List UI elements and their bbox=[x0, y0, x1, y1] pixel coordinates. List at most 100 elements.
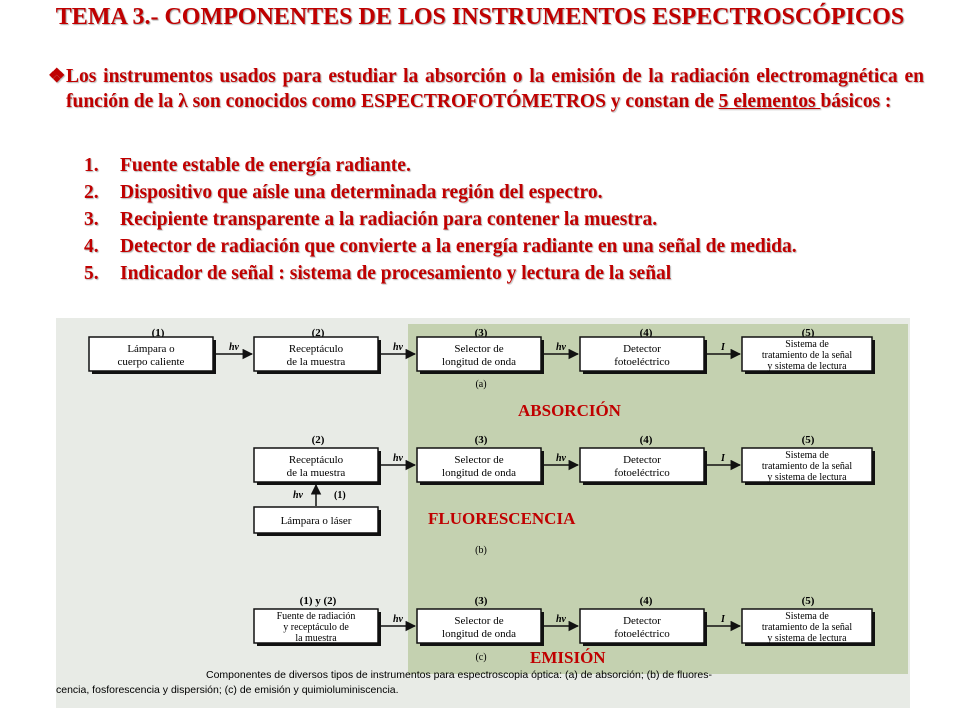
component-number: (1) bbox=[334, 490, 346, 501]
intro-text-before: Los instrumentos usados para estudiar la… bbox=[66, 66, 924, 112]
component-number: (3) bbox=[475, 327, 488, 339]
hv-label: hv bbox=[393, 453, 404, 464]
box-label: y sistema de lectura bbox=[767, 361, 847, 372]
box-label: Selector de bbox=[454, 615, 503, 627]
component-number: (3) bbox=[475, 595, 488, 607]
intro-text: Los instrumentos usados para estudiar la… bbox=[66, 64, 924, 114]
box-label: Sistema de bbox=[785, 339, 829, 350]
intro-text-after: básicos : bbox=[820, 91, 892, 112]
lamp-box: Lámpara o cuerpo caliente bbox=[88, 336, 216, 374]
sample-box: Receptáculo de la muestra bbox=[253, 336, 381, 374]
list-item: 4. Detector de radiación que convierte a … bbox=[84, 233, 944, 260]
component-number: (5) bbox=[802, 434, 815, 446]
component-number: (5) bbox=[802, 327, 815, 339]
sublabel: (b) bbox=[475, 545, 487, 556]
box-label: Lámpara o bbox=[127, 343, 175, 355]
signal-system-box: Sistema de tratamiento de la señal y sis… bbox=[741, 336, 875, 374]
component-number: (4) bbox=[640, 595, 653, 607]
list-item-text: Fuente estable de energía radiante. bbox=[120, 155, 411, 176]
box-label: fotoeléctrico bbox=[614, 628, 670, 640]
list-item-text: Indicador de señal : sistema de procesam… bbox=[120, 263, 672, 284]
list-item-number: 2. bbox=[84, 182, 99, 203]
list-item-number: 4. bbox=[84, 236, 99, 257]
component-number: (2) bbox=[312, 327, 325, 339]
list-item: 2. Dispositivo que aísle una determinada … bbox=[84, 179, 944, 206]
hv-label: hv bbox=[229, 342, 240, 353]
box-label: y receptáculo de bbox=[283, 622, 349, 633]
source-sample-box: Fuente de radiación y receptáculo de la … bbox=[253, 608, 381, 646]
list-item-number: 5. bbox=[84, 263, 99, 284]
box-label: la muestra bbox=[295, 633, 337, 644]
sublabel: (c) bbox=[475, 652, 486, 663]
list-item: 5. Indicador de señal : sistema de proces… bbox=[84, 260, 944, 287]
detector-box: Detector fotoeléctrico bbox=[579, 608, 707, 646]
list-item-text: Detector de radiación que convierte a la… bbox=[120, 236, 797, 257]
component-number: (1) y (2) bbox=[300, 595, 337, 607]
hv-label: hv bbox=[556, 342, 567, 353]
selector-box: Selector de longitud de onda bbox=[416, 608, 544, 646]
hv-label: hv bbox=[293, 490, 304, 501]
box-label: Selector de bbox=[454, 343, 503, 355]
box-label: y sistema de lectura bbox=[767, 472, 847, 483]
slide-title: TEMA 3.- COMPONENTES DE LOS INSTRUMENTOS… bbox=[55, 4, 905, 30]
intro-underlined: 5 elementos bbox=[718, 91, 821, 112]
sublabel: (a) bbox=[475, 379, 486, 390]
box-label: Selector de bbox=[454, 454, 503, 466]
mode-label-absorption: ABSORCIÓN bbox=[518, 401, 622, 420]
box-label: tratamiento de la señal bbox=[762, 461, 852, 472]
component-number: (1) bbox=[152, 327, 165, 339]
box-label: Detector bbox=[623, 615, 661, 627]
box-label: Fuente de radiación bbox=[277, 611, 356, 622]
list-item: 1. Fuente estable de energía radiante. bbox=[84, 152, 944, 179]
box-label: Receptáculo bbox=[289, 343, 344, 355]
box-label: Lámpara o láser bbox=[281, 515, 352, 527]
component-number: (4) bbox=[640, 434, 653, 446]
box-label: longitud de onda bbox=[442, 467, 516, 479]
box-label: Receptáculo bbox=[289, 454, 344, 466]
box-label: fotoeléctrico bbox=[614, 356, 670, 368]
signal-label: I bbox=[720, 453, 726, 464]
sample-box: Receptáculo de la muestra bbox=[253, 447, 381, 485]
component-number: (2) bbox=[312, 434, 325, 446]
box-label: tratamiento de la señal bbox=[762, 350, 852, 361]
mode-label-emission: EMISIÓN bbox=[530, 648, 606, 667]
box-label: Detector bbox=[623, 343, 661, 355]
box-label: de la muestra bbox=[287, 356, 346, 368]
hv-label: hv bbox=[556, 453, 567, 464]
box-label: longitud de onda bbox=[442, 628, 516, 640]
signal-system-box: Sistema de tratamiento de la señal y sis… bbox=[741, 608, 875, 646]
instrument-diagram: (1) (2) (3) (4) (5) Lámpara o cuerpo cal… bbox=[56, 318, 910, 708]
figure-caption-line: cencia, fosforescencia y dispersión; (c)… bbox=[56, 684, 399, 696]
component-number: (5) bbox=[802, 595, 815, 607]
box-label: cuerpo caliente bbox=[118, 356, 185, 368]
mode-label-fluorescence: FLUORESCENCIA bbox=[428, 509, 576, 528]
hv-label: hv bbox=[393, 614, 404, 625]
hv-label: hv bbox=[556, 614, 567, 625]
selector-box: Selector de longitud de onda bbox=[416, 447, 544, 485]
list-item-number: 1. bbox=[84, 155, 99, 176]
list-item: 3.Recipiente transparente a la radiación… bbox=[84, 206, 944, 233]
components-list: 1. Fuente estable de energía radiante. 2.… bbox=[84, 152, 944, 287]
signal-system-box: Sistema de tratamiento de la señal y sis… bbox=[741, 447, 875, 485]
box-label: longitud de onda bbox=[442, 356, 516, 368]
hv-label: hv bbox=[393, 342, 404, 353]
box-label: Sistema de bbox=[785, 450, 829, 461]
box-label: y sistema de lectura bbox=[767, 633, 847, 644]
intro-paragraph: ❖ Los instrumentos usados para estudiar … bbox=[48, 64, 924, 114]
component-number: (3) bbox=[475, 434, 488, 446]
box-label: de la muestra bbox=[287, 467, 346, 479]
lamp-laser-box: Lámpara o láser bbox=[253, 506, 381, 536]
figure-caption-line: Componentes de diversos tipos de instrum… bbox=[206, 669, 713, 681]
detector-box: Detector fotoeléctrico bbox=[579, 447, 707, 485]
signal-label: I bbox=[720, 342, 726, 353]
signal-label: I bbox=[720, 614, 726, 625]
box-label: tratamiento de la señal bbox=[762, 622, 852, 633]
box-label: Detector bbox=[623, 454, 661, 466]
diamond-bullet-icon: ❖ bbox=[48, 66, 66, 87]
list-item-number: 3. bbox=[84, 209, 99, 230]
box-label: Sistema de bbox=[785, 611, 829, 622]
detector-box: Detector fotoeléctrico bbox=[579, 336, 707, 374]
component-number: (4) bbox=[640, 327, 653, 339]
selector-box: Selector de longitud de onda bbox=[416, 336, 544, 374]
list-item-text: Dispositivo que aísle una determinada re… bbox=[120, 182, 603, 203]
